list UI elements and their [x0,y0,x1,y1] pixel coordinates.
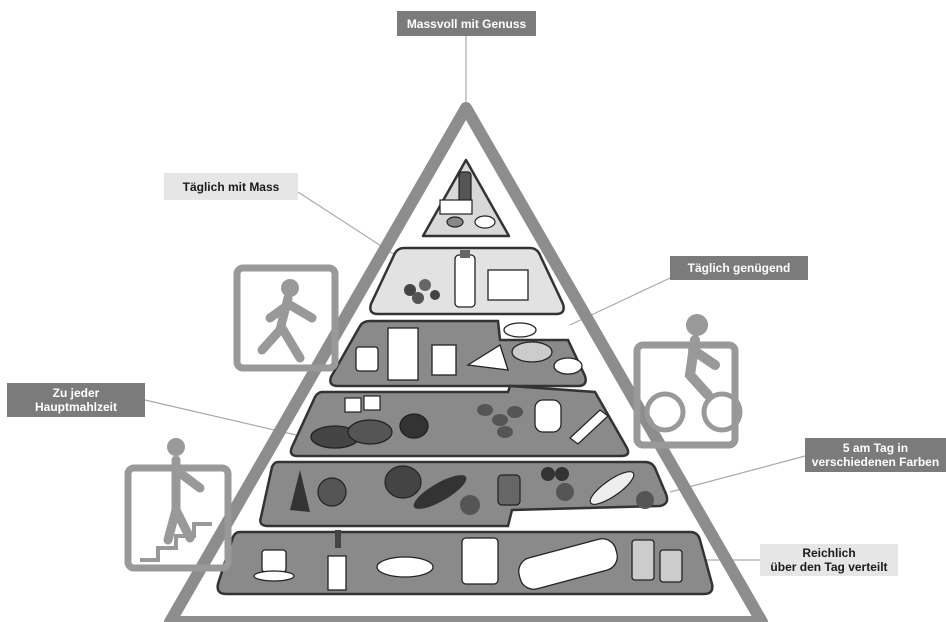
leader-line-level2 [669,455,806,493]
fruits-vegetables-icon [290,465,654,515]
runner-icon [233,264,339,372]
label-level3-line1: Zu jeder [52,386,100,400]
cyclist-icon [633,314,743,449]
bread-potatoes-icon [310,395,609,449]
label-level1-line2: über den Tag verteilt [770,560,888,574]
label-top-text: Massvoll mit Genuss [406,16,527,31]
label-level4: Täglich genügend [670,256,808,280]
drinks-icon [253,530,683,591]
oil-nuts-icon [404,250,529,308]
stairs-climber-icon [124,438,232,572]
leader-line-level3 [144,399,297,436]
label-level3-line2: Hauptmahlzeit [34,400,117,414]
label-level1-line1: Reichlich [802,546,856,560]
label-level2-line2: verschiedenen Farben [811,455,940,469]
label-level3: Zu jeder Hauptmahlzeit [7,383,145,417]
label-top: Massvoll mit Genuss [397,11,536,36]
label-level4-text: Täglich genügend [687,261,791,275]
label-level5-text: Täglich mit Mass [182,179,280,194]
leader-line-level5 [297,191,396,256]
label-level2-line1: 5 am Tag in [842,441,909,455]
dairy-meat-icon [355,322,583,381]
label-level2: 5 am Tag in verschiedenen Farben [805,438,946,472]
label-level1: Reichlich über den Tag verteilt [760,544,898,576]
sweets-icon [439,171,496,229]
label-level5: Täglich mit Mass [164,173,298,200]
